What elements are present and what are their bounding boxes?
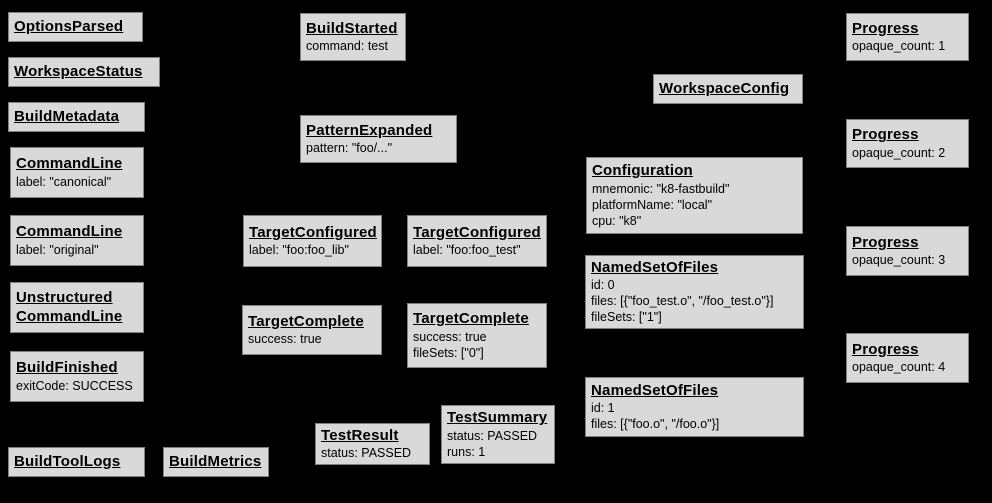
node-title: Progress xyxy=(852,233,919,251)
node-detail-line: cpu: "k8" xyxy=(592,213,642,228)
node-title: BuildMetrics xyxy=(169,452,262,470)
node-detail-line: label: "canonical" xyxy=(16,174,112,189)
node-build-metrics: BuildMetrics xyxy=(163,447,269,477)
node-title: WorkspaceStatus xyxy=(14,62,143,80)
node-progress-1: Progress opaque_count: 1 xyxy=(846,13,969,61)
node-title: WorkspaceConfig xyxy=(659,79,790,97)
node-detail-line: status: PASSED xyxy=(447,428,538,443)
node-title: NamedSetOfFiles xyxy=(591,381,719,399)
node-target-configured-test: TargetConfigured label: "foo:foo_test" xyxy=(407,215,547,267)
node-detail-line: label: "original" xyxy=(16,242,99,257)
node-detail-line: opaque_count: 1 xyxy=(852,39,946,54)
node-title: BuildStarted xyxy=(306,19,398,37)
node-title: Progress xyxy=(852,340,919,358)
node-detail-line: mnemonic: "k8-fastbuild" xyxy=(592,181,730,196)
node-build-started: BuildStarted command: test xyxy=(300,13,406,61)
node-title: BuildMetadata xyxy=(14,107,120,125)
node-build-metadata: BuildMetadata xyxy=(8,102,145,132)
node-detail-line: runs: 1 xyxy=(447,444,486,459)
node-target-complete-lib: TargetComplete success: true xyxy=(242,305,382,355)
node-detail-line: command: test xyxy=(306,39,388,54)
node-title: CommandLine xyxy=(16,223,123,241)
node-detail-line: id: 1 xyxy=(591,401,615,416)
node-progress-4: Progress opaque_count: 4 xyxy=(846,333,969,383)
node-target-configured-lib: TargetConfigured label: "foo:foo_lib" xyxy=(243,215,382,267)
node-detail-line: success: true xyxy=(413,329,487,344)
node-title: TargetComplete xyxy=(413,310,529,328)
node-progress-3: Progress opaque_count: 3 xyxy=(846,226,969,276)
node-title: Progress xyxy=(852,19,919,37)
node-workspace-config: WorkspaceConfig xyxy=(653,74,803,104)
node-detail-line: status: PASSED xyxy=(321,446,412,461)
node-title: PatternExpanded xyxy=(306,121,433,139)
node-detail-line: label: "foo:foo_lib" xyxy=(249,243,349,258)
node-title: TestResult xyxy=(321,426,399,444)
node-detail-line: opaque_count: 2 xyxy=(852,145,946,160)
node-detail-line: fileSets: ["0"] xyxy=(413,345,484,360)
node-pattern-expanded: PatternExpanded pattern: "foo/..." xyxy=(300,115,457,163)
node-title: TargetConfigured xyxy=(249,223,377,241)
node-detail-line: opaque_count: 3 xyxy=(852,253,946,268)
node-title: TargetConfigured xyxy=(413,223,541,241)
node-detail-line: fileSets: ["1"] xyxy=(591,310,662,325)
node-options-parsed: OptionsParsed xyxy=(8,12,143,42)
node-detail-line: exitCode: SUCCESS xyxy=(16,378,133,393)
node-title: BuildToolLogs xyxy=(14,452,121,470)
node-detail-line: id: 0 xyxy=(591,278,615,293)
node-detail-line: success: true xyxy=(248,332,322,347)
node-title: NamedSetOfFiles xyxy=(591,258,719,276)
node-unstructured-command-line: Unstructured CommandLine xyxy=(10,282,144,333)
node-test-result: TestResult status: PASSED xyxy=(315,423,430,465)
node-title: CommandLine xyxy=(16,155,123,173)
node-detail-line: platformName: "local" xyxy=(592,197,713,212)
node-title: BuildFinished xyxy=(16,359,118,377)
node-workspace-status: WorkspaceStatus xyxy=(8,57,160,87)
node-title: TestSummary xyxy=(447,409,548,427)
node-detail-line: label: "foo:foo_test" xyxy=(413,243,521,258)
node-title: Configuration xyxy=(592,162,693,180)
node-detail-line: files: [{"foo.o", "/foo.o"}] xyxy=(591,417,720,432)
node-detail-line: opaque_count: 4 xyxy=(852,360,946,375)
node-title: TargetComplete xyxy=(248,312,364,330)
node-detail-line: files: [{"foo_test.o", "/foo_test.o"}] xyxy=(591,294,774,309)
node-title: OptionsParsed xyxy=(14,17,124,35)
node-title: Progress xyxy=(852,126,919,144)
node-build-tool-logs: BuildToolLogs xyxy=(8,447,145,477)
node-title: Unstructured CommandLine xyxy=(16,289,123,325)
node-detail-line: pattern: "foo/..." xyxy=(306,141,393,156)
